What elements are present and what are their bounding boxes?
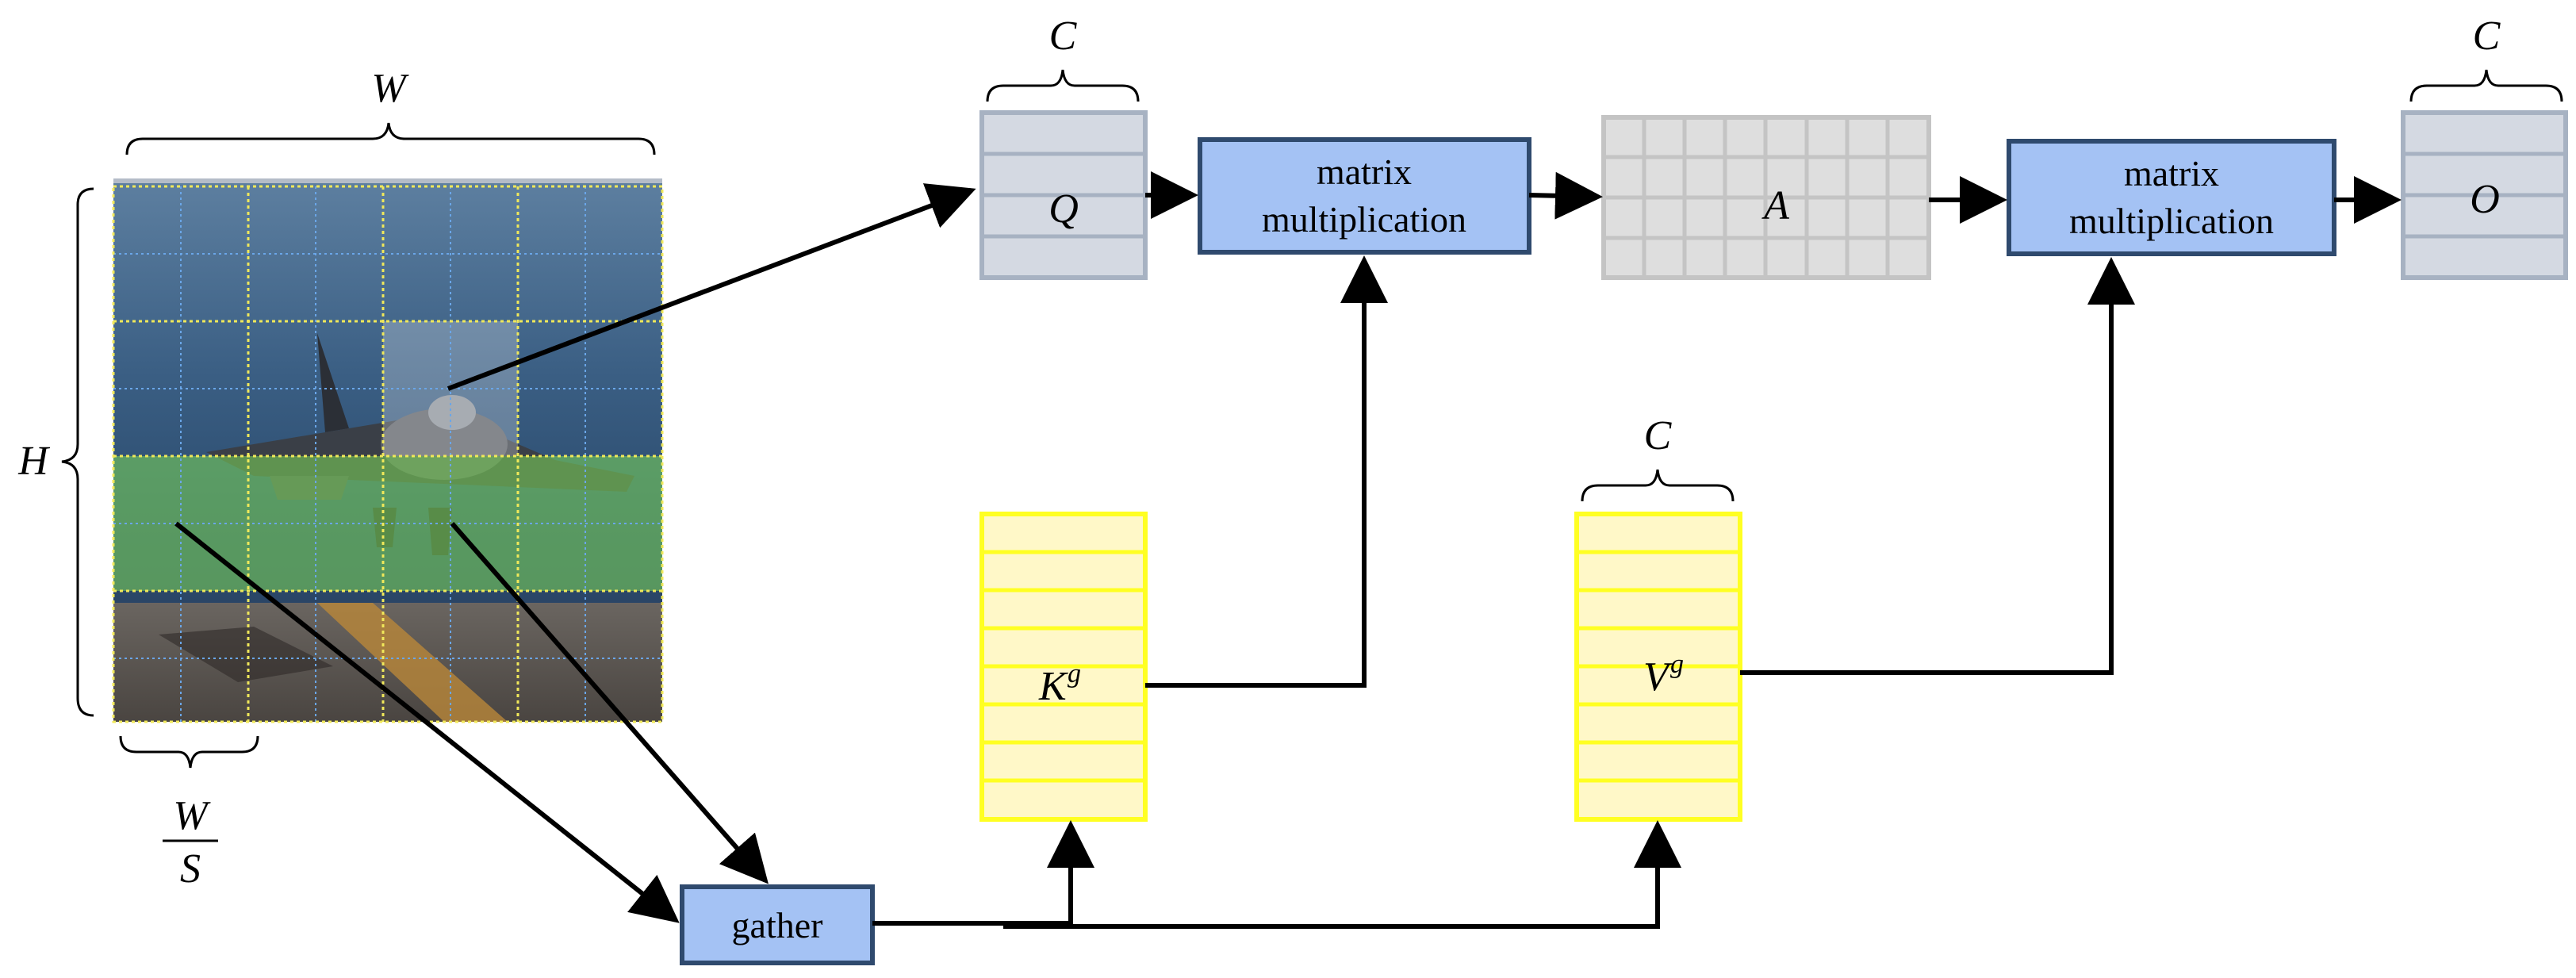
patch-fraction-denominator: S — [180, 846, 201, 892]
deck-shadow — [159, 627, 333, 682]
value-channel-brace — [1581, 469, 1735, 502]
matmul-2-line2: multiplication — [2069, 201, 2274, 241]
output-block — [2401, 110, 2568, 280]
flow-arrows — [174, 171, 2402, 929]
arrow-gather-to-value — [1003, 820, 1681, 929]
value-label: V — [1643, 654, 1673, 700]
height-brace — [61, 187, 94, 717]
query-channel-label: C — [1049, 13, 1078, 59]
output-channel-brace — [2409, 69, 2563, 102]
matmul-1-line2: multiplication — [1262, 199, 1466, 240]
patch-fraction-numerator: W — [173, 793, 211, 838]
deck-markings — [317, 603, 508, 722]
matmul-2-line1: matrix — [2124, 153, 2219, 194]
key-superscript: g — [1068, 659, 1081, 688]
query-block — [979, 110, 1148, 280]
token-grid — [113, 181, 662, 722]
arrow-matmul1-to-attention — [1528, 171, 1603, 220]
value-block — [1574, 512, 1742, 822]
value-channel-label: C — [1644, 413, 1673, 458]
output-channel-label: C — [2473, 13, 2501, 59]
height-label: H — [17, 439, 50, 484]
key-label: K — [1038, 664, 1068, 709]
arrow-value-to-matmul2 — [1740, 257, 2135, 675]
arrow-key-to-matmul1 — [1145, 255, 1388, 688]
input-image-panel — [112, 178, 664, 723]
patch-grid — [112, 185, 664, 723]
patch-width-brace — [119, 735, 259, 769]
query-label: Q — [1048, 186, 1079, 232]
key-block — [979, 512, 1148, 822]
output-label: O — [2470, 177, 2500, 222]
width-label: W — [371, 66, 409, 111]
query-channel-brace — [986, 69, 1140, 102]
matmul-1-line1: matrix — [1317, 151, 1412, 192]
gather-label: gather — [732, 905, 823, 945]
gather-box — [680, 884, 875, 965]
value-superscript: g — [1670, 650, 1684, 679]
arrow-gather-to-key — [872, 820, 1094, 926]
width-brace — [125, 122, 656, 155]
arrow-region2-to-gather — [450, 522, 769, 884]
arrow-region1-to-gather — [174, 521, 680, 923]
attention-matrix — [1601, 115, 1931, 280]
arrow-image-to-query — [447, 183, 976, 391]
attention-label: A — [1761, 183, 1789, 228]
